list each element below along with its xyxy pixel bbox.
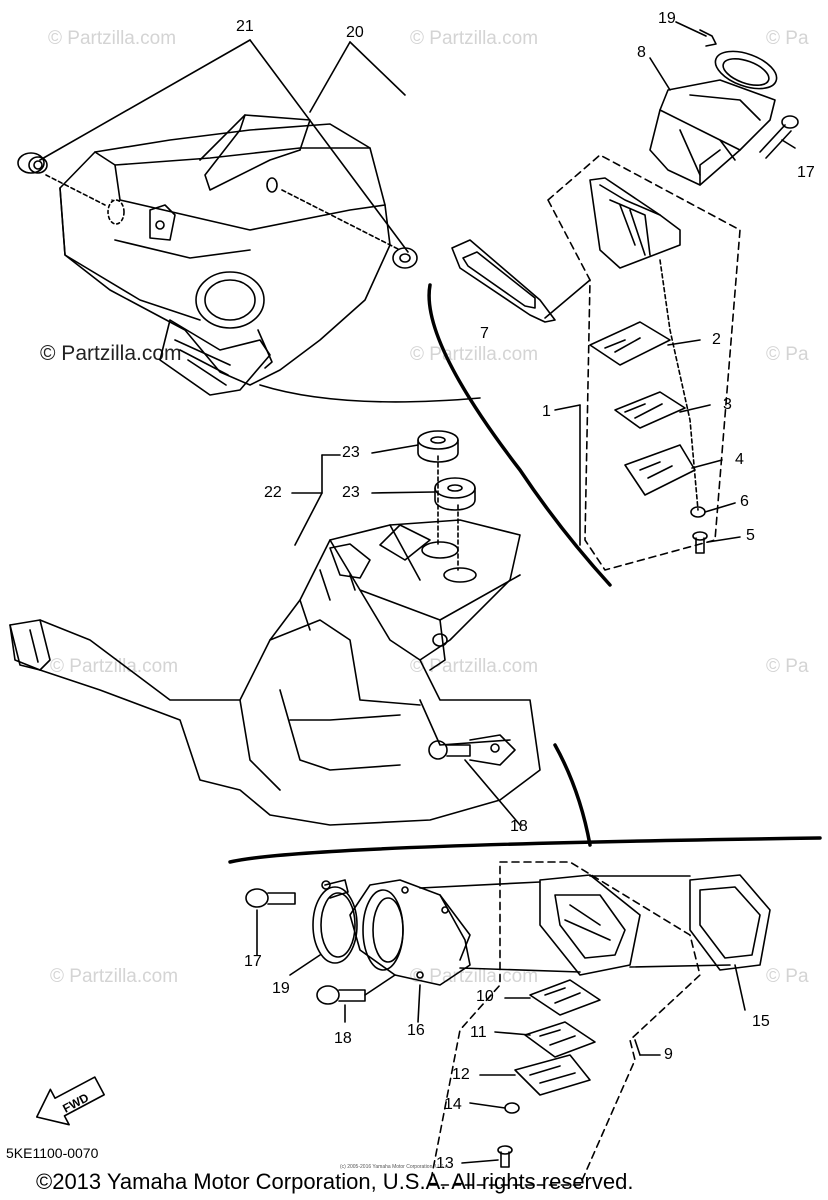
callout-4: 4: [735, 451, 744, 468]
callout-14: 14: [444, 1096, 462, 1113]
watermark: © Partzilla.com: [410, 28, 539, 49]
callout-3: 3: [723, 396, 732, 413]
callout-1: 1: [542, 403, 551, 420]
bolt-part-17-bottom: [245, 888, 296, 908]
air-cleaner-case-part-22: [9, 519, 541, 826]
reed-stopper-part-11: [524, 1021, 596, 1058]
screw-part-5: [692, 531, 708, 554]
bolt-part-18-mid: [428, 734, 516, 766]
reed-valve-housing-bottom: [539, 874, 641, 976]
watermark: © Partzilla.com: [410, 966, 539, 987]
callout-7: 7: [480, 325, 489, 342]
diagram-code: 5KE1100-0070: [6, 1145, 99, 1161]
callout-16: 16: [407, 1022, 425, 1039]
callout-18: 18: [334, 1030, 352, 1047]
carburetor-joint-part-16: [349, 879, 471, 986]
watermark: © Partzilla.com: [48, 28, 177, 49]
callout-5: 5: [746, 527, 755, 544]
watermark: © Partzilla.com: [50, 656, 179, 677]
clamp-part-19-bottom: [312, 879, 358, 964]
callout-10: 10: [476, 988, 494, 1005]
carburetor-joint-part-8: [649, 29, 778, 186]
callout-21: 21: [236, 18, 254, 35]
screw-part-13: [497, 1145, 513, 1168]
watermark: © Pa: [766, 966, 809, 987]
callout-20: 20: [346, 24, 364, 41]
callout-13: 13: [436, 1155, 454, 1172]
callout-23: 23: [342, 484, 360, 501]
reed-part-10: [529, 979, 601, 1016]
reed-valve-housing-part-1: [589, 177, 681, 269]
callout-8: 8: [637, 44, 646, 61]
callout-19: 19: [272, 980, 290, 997]
grommet-part-23: [417, 430, 476, 511]
bolt-part-17-top: [759, 115, 799, 159]
watermark: © Partzilla.com: [50, 966, 179, 987]
watermark: © Pa: [766, 656, 809, 677]
fwd-arrow: [35, 1076, 105, 1126]
watermark-strong: © Partzilla.com: [40, 342, 182, 365]
callout-19: 19: [658, 10, 676, 27]
callout-18: 18: [510, 818, 528, 835]
watermark: © Pa: [766, 344, 809, 365]
callout-9: 9: [664, 1046, 673, 1063]
reed-plate-part-12: [514, 1054, 591, 1096]
washer-part-14: [504, 1102, 520, 1114]
callout-22: 22: [264, 484, 282, 501]
callout-2: 2: [712, 331, 721, 348]
callout-11: 11: [470, 1024, 487, 1041]
gasket-part-7: [451, 239, 556, 323]
reed-plate-part-4: [624, 444, 696, 496]
callout-17: 17: [244, 953, 262, 970]
bolt-part-18-bottom: [316, 985, 366, 1005]
callout-23: 23: [342, 444, 360, 461]
watermark: © Pa: [766, 28, 809, 49]
callout-15: 15: [752, 1013, 770, 1030]
callout-17: 17: [797, 164, 815, 181]
reed-part-2: [589, 321, 671, 366]
fine-print: (c) 2005-2016 Yamaha Motor Corporation, …: [340, 1164, 450, 1170]
airbox-cover-part-20: [59, 114, 391, 396]
gasket-part-15: [689, 874, 771, 971]
reed-stopper-part-3: [614, 391, 686, 429]
callout-12: 12: [452, 1066, 470, 1083]
callout-6: 6: [740, 493, 749, 510]
copyright: ©2013 Yamaha Motor Corporation, U.S.A. A…: [36, 1169, 634, 1194]
